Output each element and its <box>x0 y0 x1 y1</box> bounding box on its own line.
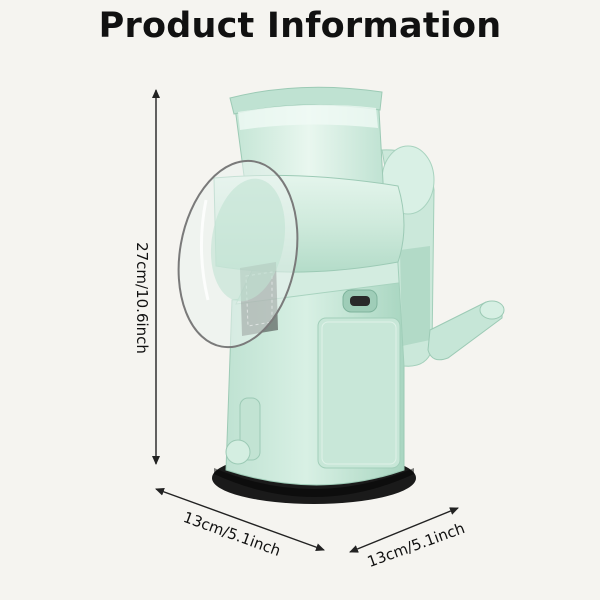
front-panel <box>317 317 401 469</box>
height-dimension-label: 27cm/10.6inch <box>133 242 151 354</box>
lever-knob <box>225 439 251 465</box>
page-title: Product Information <box>98 6 502 46</box>
width-arrow <box>155 487 325 552</box>
depth-arrow <box>349 507 459 553</box>
